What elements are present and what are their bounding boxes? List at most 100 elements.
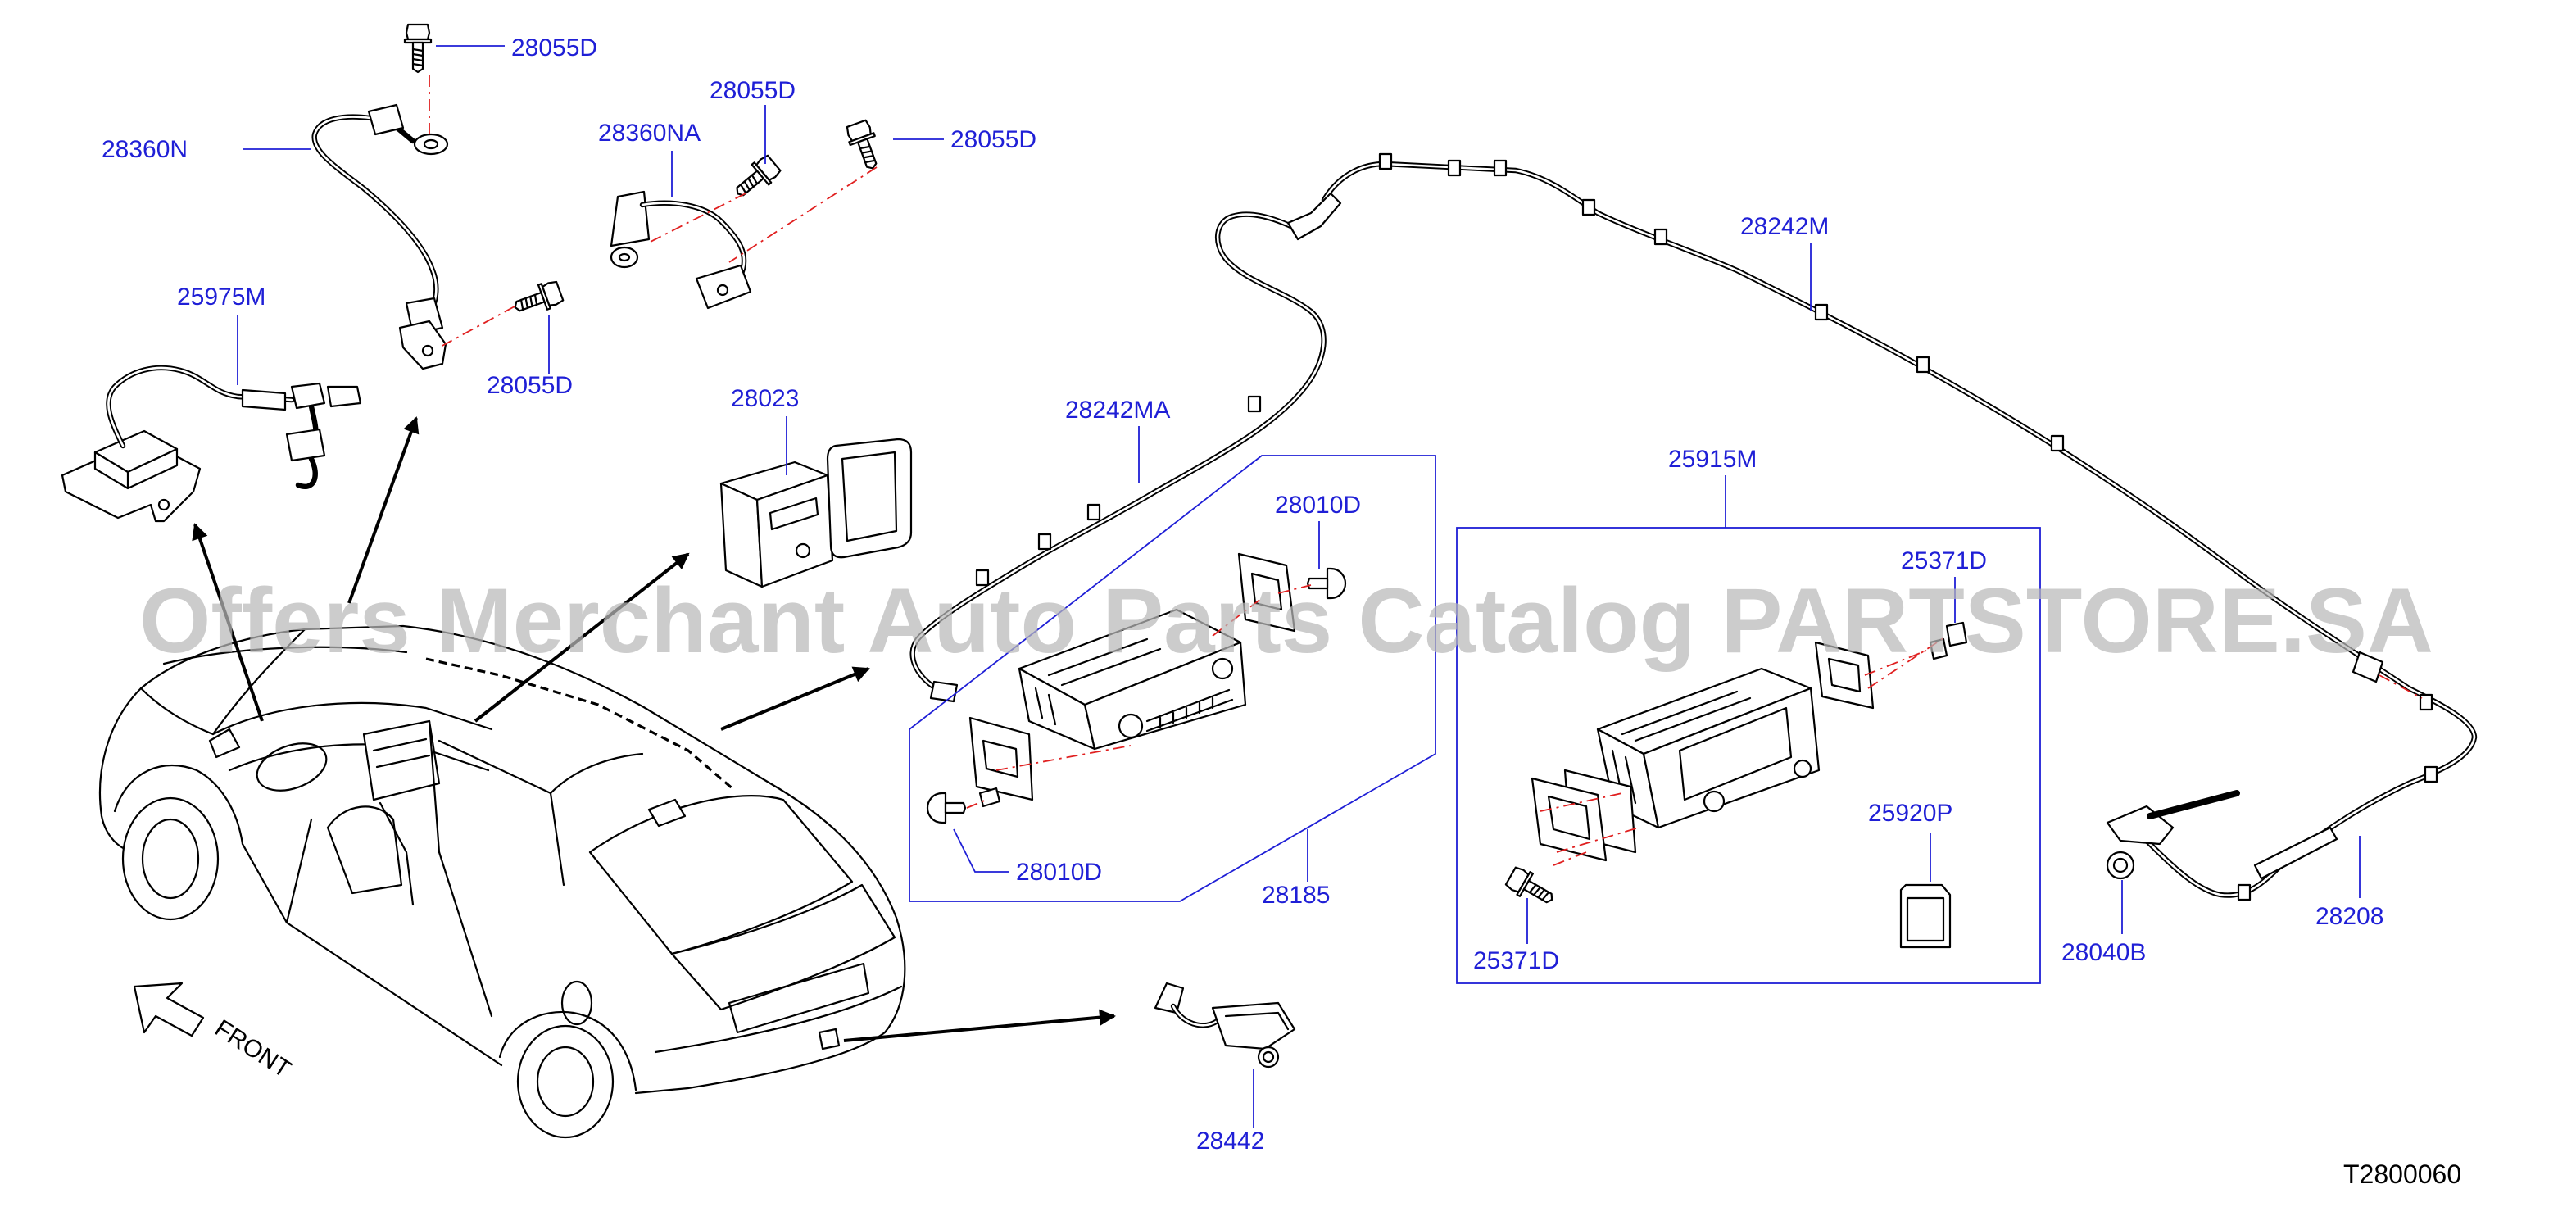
antenna-nut [2106,851,2135,880]
callout-labels: 28055D 28360N 28055D 28360NA 28055D 2597… [102,34,2383,1155]
callout-25371d-upper[interactable]: 25371D [1901,547,1987,574]
antenna-cable-rear-connector [2352,651,2384,683]
callout-28055d-top[interactable]: 28055D [511,34,597,61]
harness-cable-inner [107,366,293,447]
camera-connector [1154,982,1185,1014]
car-side-window [438,739,565,887]
antenna-mast [2147,790,2240,819]
nav-unit-right-knob [1793,759,1812,778]
callout-28055d-upper-middle[interactable]: 28055D [710,77,796,104]
car-b-pillar [428,719,441,854]
callout-28010d-upper[interactable]: 28010D [1275,492,1361,519]
callout-28023[interactable]: 28023 [731,385,799,412]
rear-camera-drawing [1154,982,1296,1069]
camera-housing-edge [1224,1011,1290,1031]
callout-28185[interactable]: 28185 [1262,882,1330,909]
callout-28242m[interactable]: 28242M [1740,213,1829,240]
ground-cable-connector [367,103,405,136]
location-arrows [192,416,1116,1042]
callout-28055d-right[interactable]: 28055D [950,126,1036,153]
cable-clip [2237,883,2252,901]
audio-clip [978,787,1001,808]
cable-na-outer [639,200,747,279]
callout-28242ma[interactable]: 28242MA [1065,397,1170,424]
usb-cover-inner [841,451,898,542]
hidden-line [648,193,746,243]
audio-unit-drawing [926,552,1347,824]
callout-leaders [237,45,2361,1128]
navigation-unit-drawing [1503,621,1968,912]
car-dashboard [211,701,493,736]
cable-na-ring-terminal [610,246,639,269]
leader-line [953,828,1009,873]
car-rear-bumper [654,985,903,1054]
usb-cover [826,438,913,559]
callout-25915m[interactable]: 25915M [1668,446,1757,473]
nav-unit-screen [1678,706,1793,801]
hidden-line [995,745,1132,771]
car-center-stack-slot [372,737,431,769]
antenna-cable-m-outer [1321,161,2478,898]
callout-25975m[interactable]: 25975M [177,284,265,311]
ring-terminal-hole [423,138,439,150]
cable-clip [1653,228,1668,246]
car-dashboard-lower [228,743,490,772]
group-box-28185 [909,455,1436,902]
hidden-line [1212,584,1312,637]
car-front-wheel-arch [113,764,244,846]
callout-28040b[interactable]: 28040B [2061,939,2146,966]
car-roof-antenna-base [647,798,687,828]
ground-cable-bracket-hole [421,344,434,357]
callout-25920p[interactable]: 25920P [1868,800,1952,827]
usb-aux-jack [795,542,811,559]
cable-na-inner [641,202,746,277]
car-hood-crease [139,687,215,736]
watermark-text: Offers Merchant Auto Parts Catalog PARTS… [139,569,2433,672]
audio-right-bracket-cutout [1250,572,1283,611]
sd-card-label [1906,896,1945,942]
ground-cable-inner [313,116,438,316]
car-rear-wheel [516,1024,615,1139]
callout-28010d-lower[interactable]: 28010D [1016,859,1102,886]
vehicle-illustration [98,624,906,1139]
cable-clip [1814,303,1829,321]
nav-unit-vents [1611,690,1752,805]
front-direction-indicator: FRONT [133,982,296,1083]
hidden-line [1553,851,1587,866]
nav-left-bracket-cutout [1547,795,1591,841]
hidden-line [1540,792,1639,853]
car-door-line [285,818,493,1018]
bolt-upper-middle [728,152,784,205]
hidden-line [728,166,878,263]
sd-card-drawing [1899,883,1952,949]
cable-clip [1447,159,1462,177]
callout-28360n[interactable]: 28360N [102,136,188,163]
car-roof-antenna-cable [425,657,736,792]
callout-25371d-lower[interactable]: 25371D [1473,947,1559,974]
car-rear-wheel-arch [498,1010,637,1091]
car-rear-camera-bump [818,1028,841,1050]
car-c-pillar [549,752,644,795]
callout-28360na[interactable]: 28360NA [598,120,701,147]
cable-clip [1916,356,1930,374]
usb-port-drawing [719,438,913,588]
car-steering-wheel [256,742,328,792]
arrow-to-audio-unit [720,666,870,731]
arrow-to-harness-module [192,523,264,722]
callout-28208[interactable]: 28208 [2315,903,2383,930]
camera-housing [1211,1001,1296,1050]
car-front-wheel [121,796,220,921]
cable-clip [2419,693,2433,711]
callout-28442[interactable]: 28442 [1196,1128,1264,1155]
front-direction-arrow-icon [133,982,205,1037]
screw-lower [926,792,967,824]
hidden-line [2379,674,2423,699]
roof-antenna-drawing [2106,790,2240,880]
hidden-alignment-lines [429,75,2423,866]
cable-clip [1493,159,1508,177]
cable-clip [2050,434,2065,452]
callout-28055d-lower[interactable]: 28055D [487,372,573,399]
usb-socket [769,497,819,531]
arrow-to-ground-cable [347,416,420,604]
cable-clip [1247,395,1262,413]
